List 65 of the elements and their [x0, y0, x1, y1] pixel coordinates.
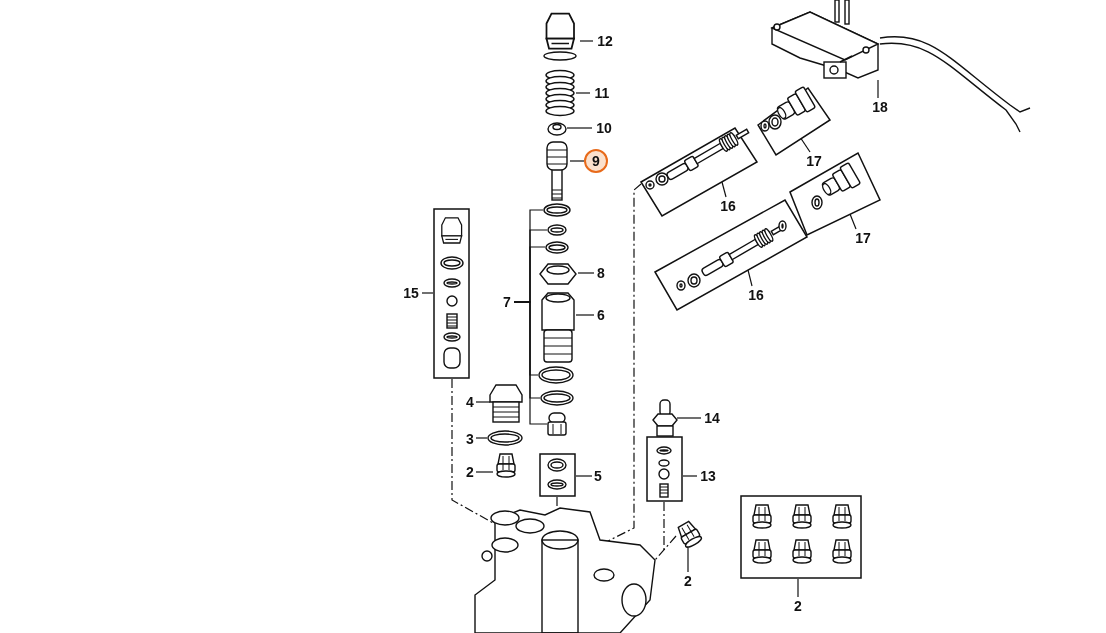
cap-nut-drawing [540, 10, 580, 62]
leader-line [799, 136, 811, 153]
o-ring-drawing [540, 390, 574, 406]
callout-number: 11 [590, 84, 614, 102]
callout-number: 6 [594, 306, 608, 324]
seal-drawing [545, 241, 569, 254]
o-ring-drawing [543, 203, 571, 217]
callout-number: 16 [745, 286, 767, 304]
leader-line [475, 437, 488, 439]
callout-number: 13 [697, 467, 719, 485]
callout-number: 12 [593, 32, 617, 50]
leader-line [575, 92, 591, 94]
assembly-line [654, 535, 677, 561]
hex-nut-drawing [538, 262, 578, 286]
kit-frame [740, 495, 862, 579]
callout-number: 3 [464, 430, 476, 448]
callout-number: 14 [701, 409, 723, 427]
leader-line [579, 40, 594, 42]
leader-line [513, 301, 548, 425]
leader-line [577, 272, 595, 274]
check-valve-drawing [676, 520, 702, 548]
kit-frame [433, 208, 470, 379]
leader-line [569, 160, 585, 162]
leader-line [575, 314, 595, 316]
callout-number: 18 [869, 98, 891, 116]
callout-number: 17 [803, 152, 825, 170]
callout-number: 10 [592, 119, 616, 137]
callout-number: 2 [464, 463, 476, 481]
kit-frame [539, 453, 576, 497]
leader-line [877, 79, 879, 99]
leader-line [475, 401, 491, 403]
callout-number: 15 [400, 284, 422, 302]
callout-number: 17 [852, 229, 874, 247]
plunger-drawing [544, 140, 570, 202]
kit-frame [654, 198, 808, 311]
washer-drawing [547, 121, 567, 136]
kit-frame [646, 436, 683, 502]
o-ring-drawing [547, 224, 567, 236]
leader-line [687, 547, 689, 573]
leader-line [849, 213, 857, 230]
drain-plug-drawing [487, 383, 525, 425]
leader-line [676, 417, 702, 419]
kit-frame [756, 86, 832, 157]
leader-line [421, 292, 434, 294]
leader-line [747, 269, 753, 287]
callout-number: 2 [682, 572, 694, 590]
valve-seat-drawing [547, 411, 567, 437]
callout-number: 9 [584, 149, 608, 173]
leader-line [797, 578, 799, 598]
leader-line [475, 471, 494, 473]
leader-line [721, 181, 727, 198]
o-ring-drawing [487, 430, 523, 446]
valve-body-drawing [538, 292, 576, 364]
callout-number: 7 [500, 293, 514, 311]
callout-number: 2 [792, 597, 804, 615]
leader-line [575, 475, 593, 477]
leader-line [682, 475, 698, 477]
hose-fitting-drawing [650, 398, 680, 438]
callout-number: 4 [464, 393, 476, 411]
callout-number: 16 [717, 197, 739, 215]
callout-number: 5 [592, 467, 604, 485]
o-ring-drawing [538, 366, 574, 384]
leader-line [566, 127, 593, 129]
callout-number: 8 [594, 264, 608, 282]
check-valve-drawing [493, 453, 519, 479]
